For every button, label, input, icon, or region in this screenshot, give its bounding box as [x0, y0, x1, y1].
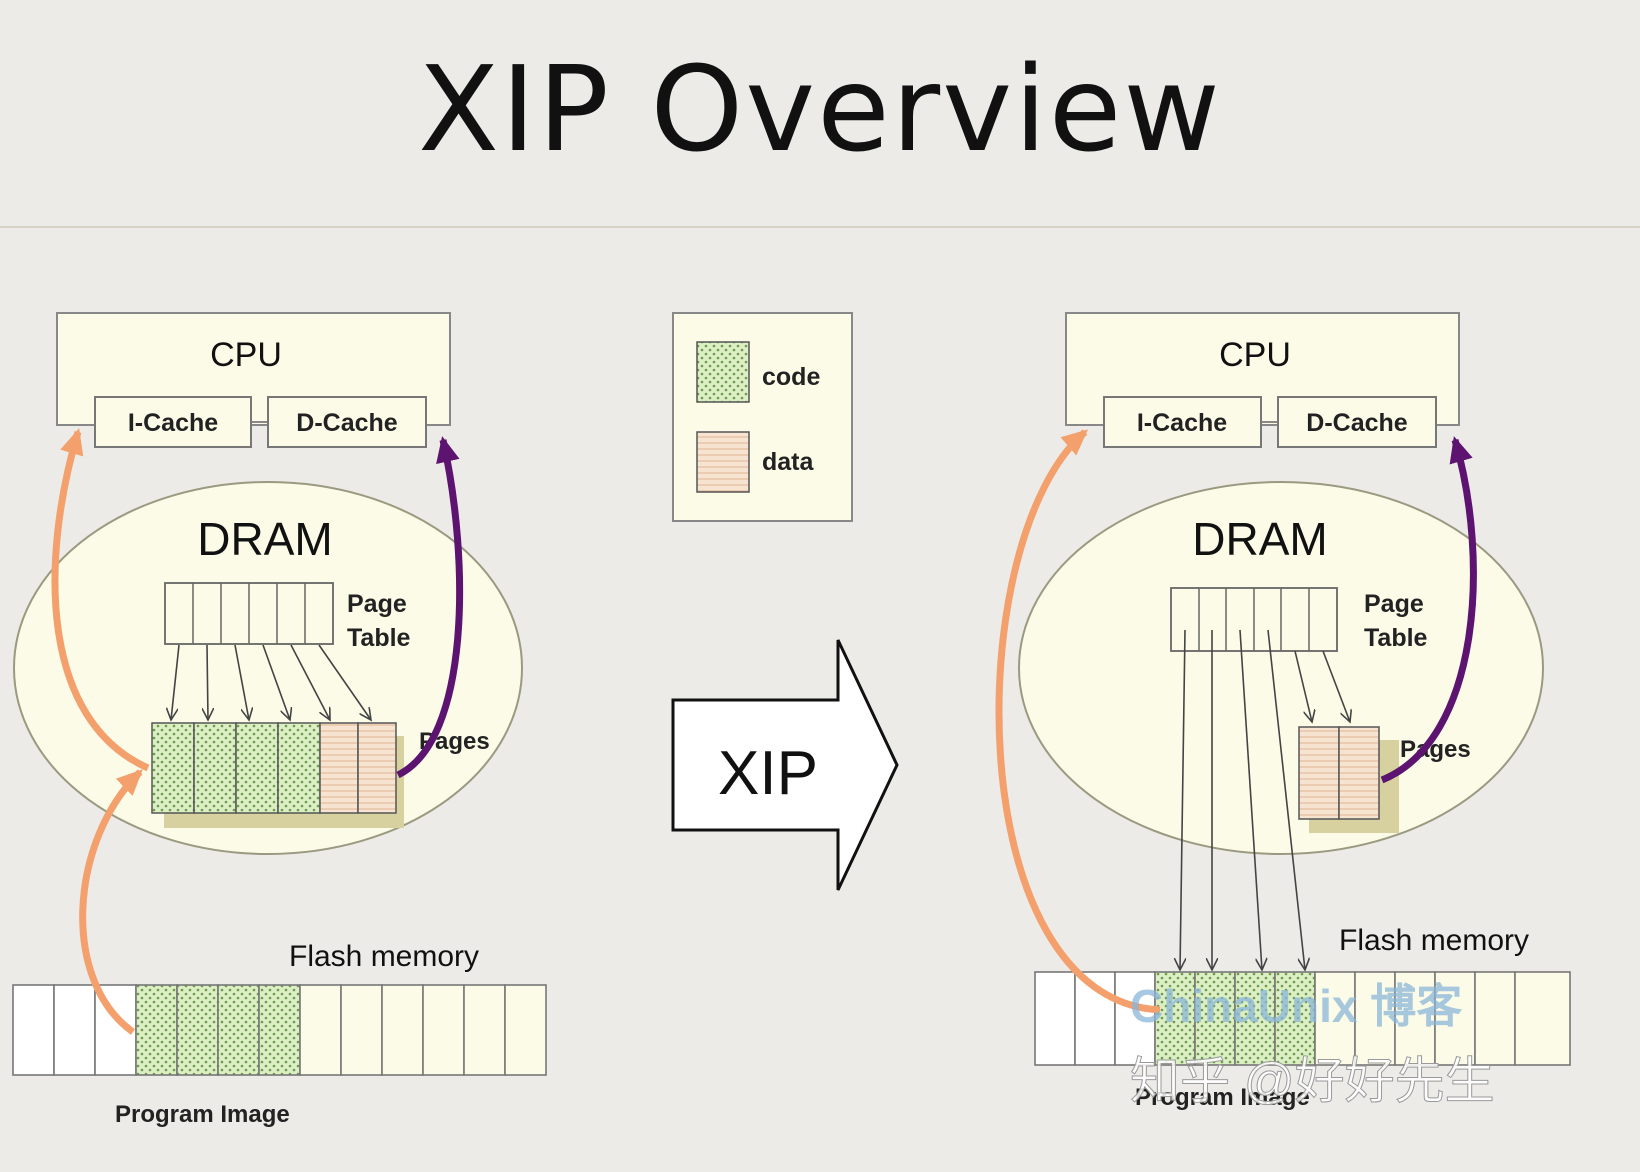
- purple-arrow-pages-to-dcache-right: [1380, 436, 1477, 784]
- dcache-box: [267, 396, 427, 448]
- legend-data-swatch: [696, 431, 750, 493]
- cpu-label-right: CPU: [1219, 336, 1291, 374]
- flash-memory: [12, 984, 547, 1076]
- legend-code-label: code: [762, 363, 820, 391]
- xip-arrow-shape: [671, 639, 899, 891]
- page-table-to-flash-arrows: [1180, 629, 1350, 970]
- flash-label-right: Flash memory: [1339, 924, 1529, 957]
- orange-arrow-flash-to-pages: [79, 769, 143, 1035]
- dcache-box-right: [1277, 396, 1437, 448]
- dram-label-right: DRAM: [1192, 513, 1327, 565]
- icache-label: I-Cache: [128, 409, 218, 437]
- page-table-arrows: [171, 644, 371, 720]
- icache-box: [94, 396, 252, 448]
- watermark-site: ChinaUnix 博客: [1130, 980, 1462, 1032]
- watermark-author: 知乎 @好好先生: [1130, 1053, 1495, 1109]
- right-diagram: DRAM CPU I-Cache D-Cache Page Table: [995, 312, 1571, 1111]
- icache-box-right: [1103, 396, 1262, 448]
- xip-arrow-label: XIP: [718, 739, 818, 808]
- page-table-label-right-line1: Page: [1364, 590, 1424, 618]
- orange-arrow-pages-to-icache: [51, 428, 150, 772]
- page-table-label-line2: Table: [347, 624, 411, 652]
- program-image-label-right: Program Image: [1135, 1084, 1310, 1111]
- title-band: [0, 0, 1640, 228]
- legend-data-label: data: [762, 448, 815, 476]
- dcache-label: D-Cache: [296, 409, 398, 437]
- page-table-right: [1170, 587, 1338, 652]
- dcache-label-right: D-Cache: [1306, 409, 1408, 437]
- page-table-label-line1: Page: [347, 590, 407, 618]
- cpu-label: CPU: [210, 336, 282, 374]
- legend-code-swatch: [696, 341, 750, 403]
- pages: [151, 722, 397, 814]
- legend: code data: [672, 312, 853, 522]
- xip-arrow: XIP: [671, 639, 899, 891]
- pages-right: [1298, 726, 1380, 820]
- purple-arrow-pages-to-dcache: [396, 436, 464, 779]
- flash-label: Flash memory: [289, 940, 479, 973]
- orange-arrow-flash-to-icache: [995, 429, 1161, 1014]
- page-table: [164, 582, 334, 645]
- icache-label-right: I-Cache: [1137, 409, 1227, 437]
- dram-label: DRAM: [197, 513, 332, 565]
- page-table-label-right-line2: Table: [1364, 624, 1428, 652]
- program-image-label: Program Image: [115, 1101, 290, 1128]
- slide-title: XIP Overview: [418, 40, 1222, 178]
- left-diagram: DRAM CPU I-Cache D-Cache Page Table: [12, 312, 547, 1128]
